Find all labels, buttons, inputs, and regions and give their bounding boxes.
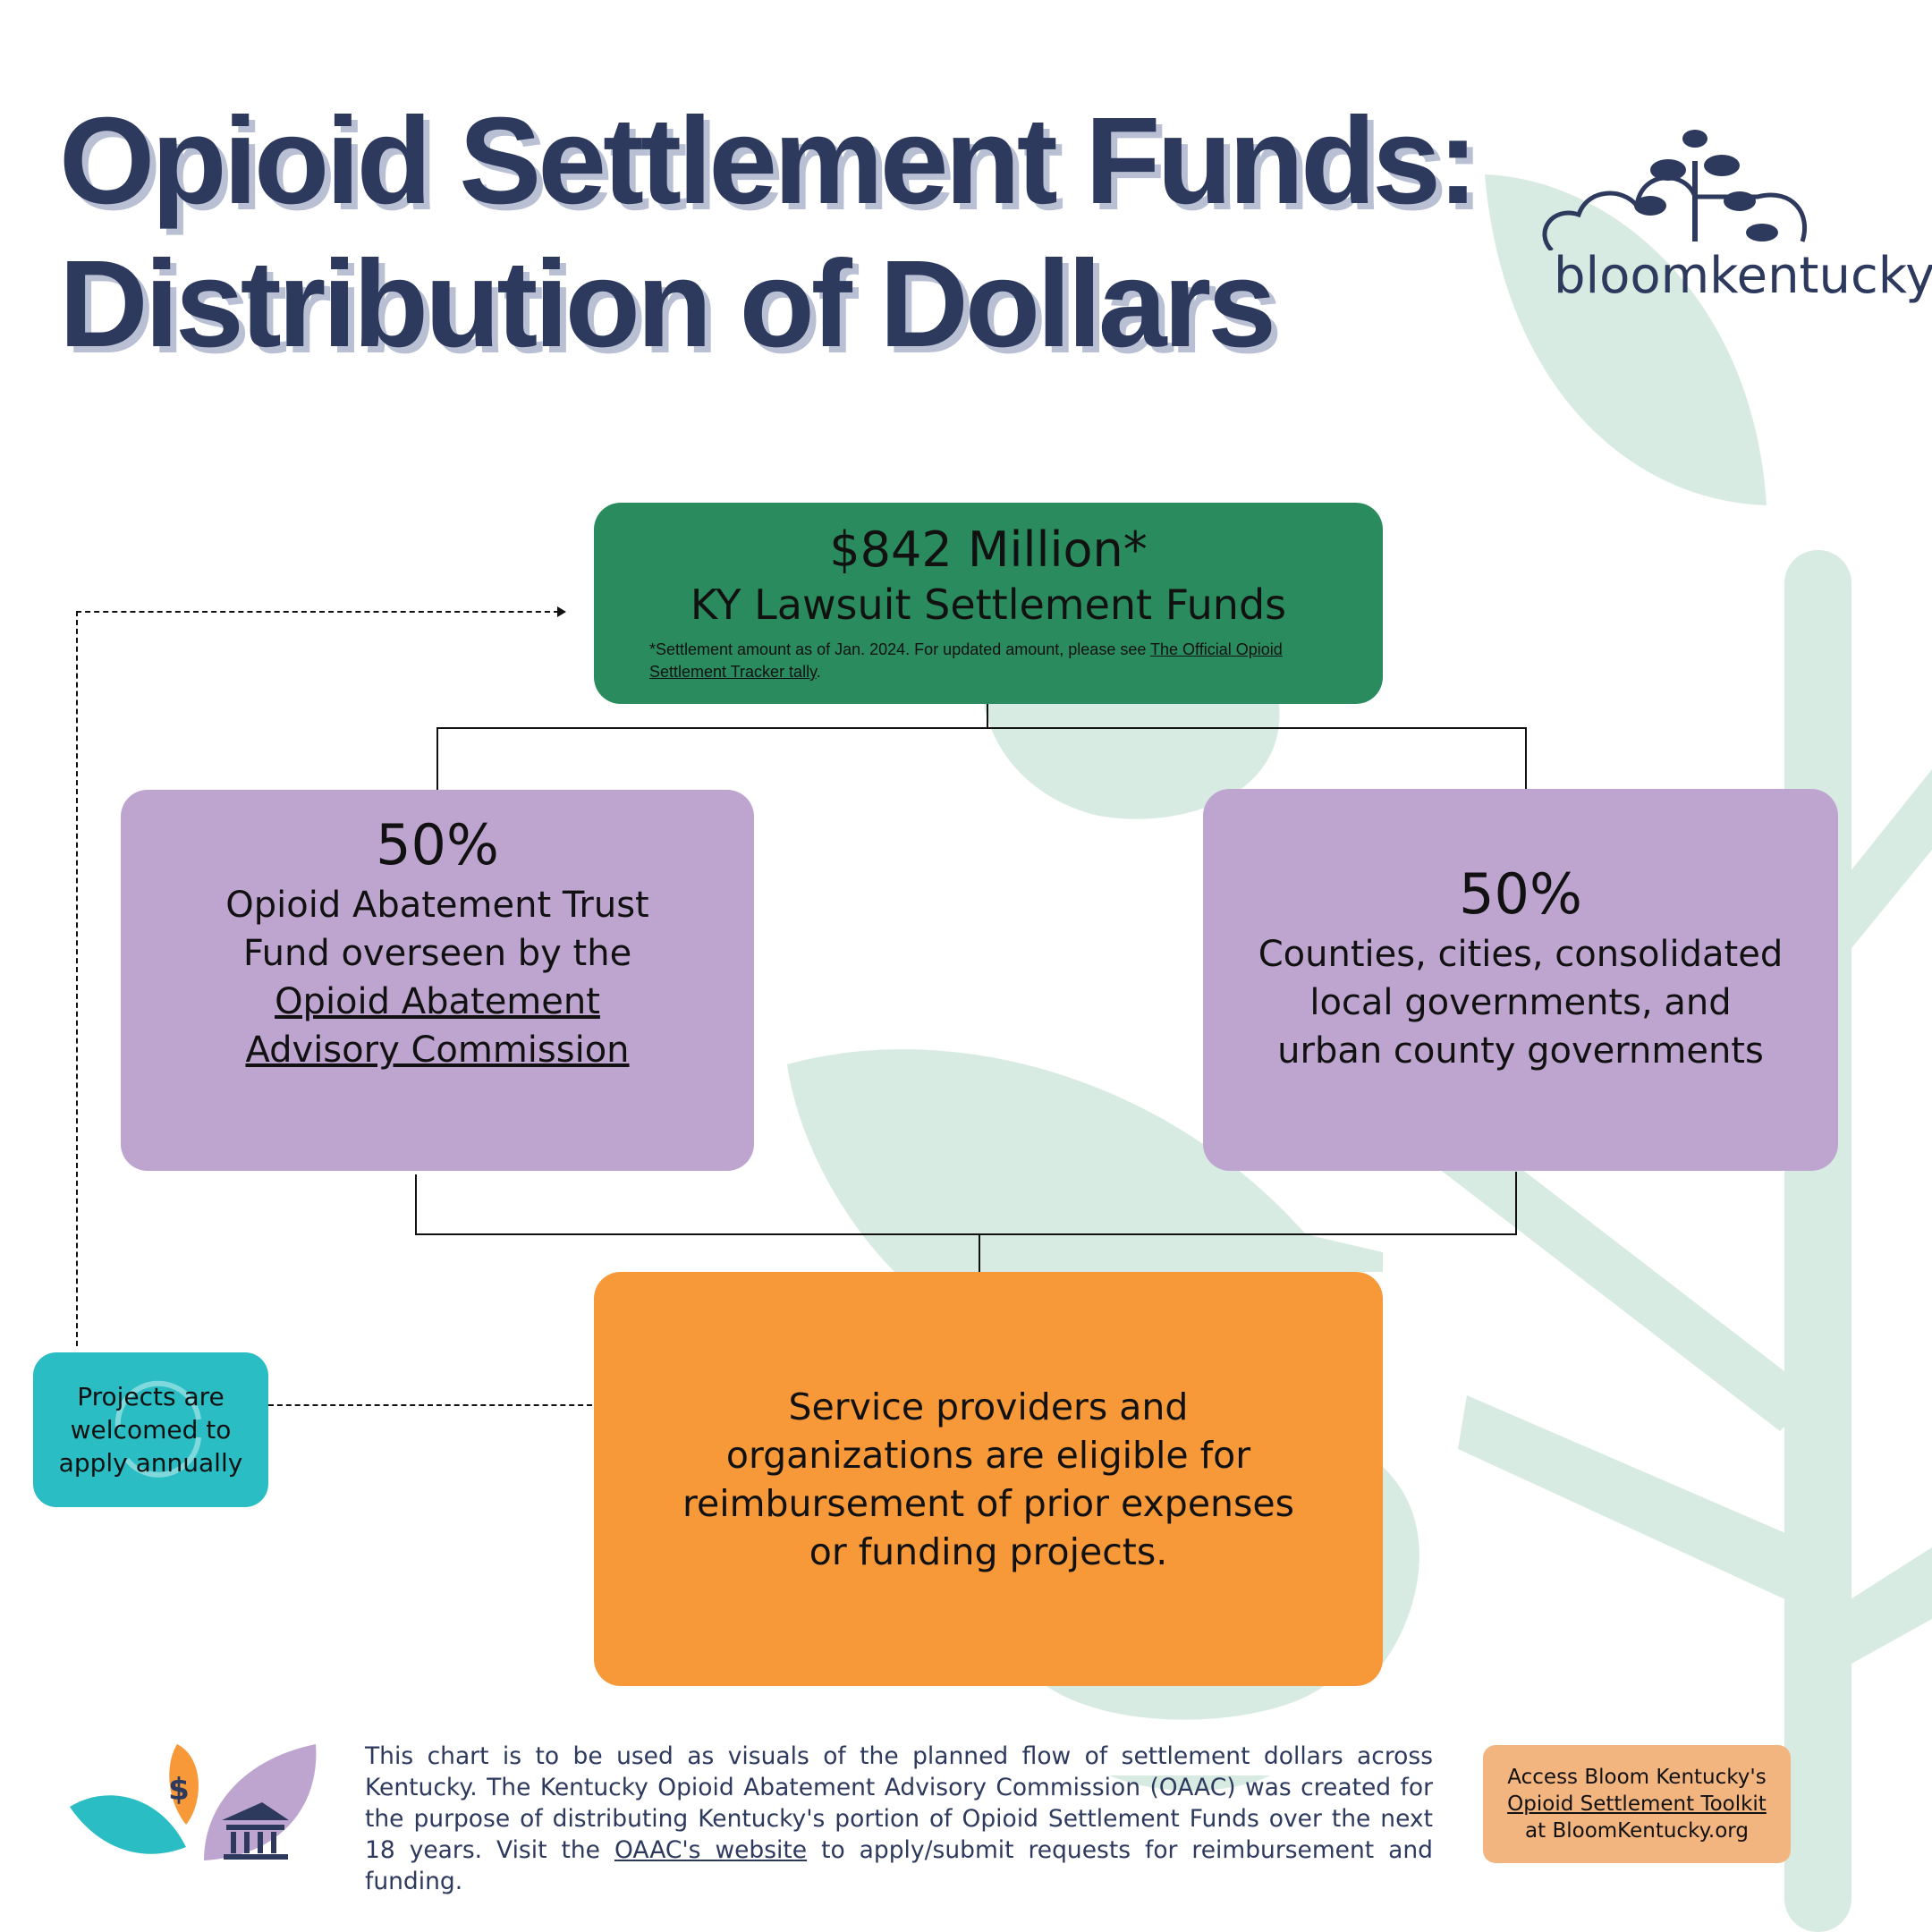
connector (1515, 1172, 1517, 1234)
connector (1525, 727, 1527, 790)
title-line-2: Distribution of Dollars (59, 235, 1276, 373)
toolkit-url: at BloomKentucky.org (1525, 1819, 1749, 1843)
oaac-link[interactable]: Opioid Abatement Advisory Commission (245, 981, 630, 1071)
settlement-amount: $842 Million* (829, 521, 1148, 578)
trust-fund-percent: 50% (376, 812, 499, 877)
tree-cloud-icon (1542, 130, 1808, 252)
note-text: *Settlement amount as of Jan. 2024. For … (649, 640, 1151, 658)
local-gov-text: Counties, cities, consolidated local gov… (1258, 934, 1784, 1072)
cycle-arrows-icon (114, 1380, 201, 1478)
arrow-head-icon (557, 606, 566, 617)
local-gov-percent: 50% (1459, 861, 1582, 927)
connector (436, 727, 438, 790)
oaac-website-link[interactable]: OAAC's website (614, 1836, 808, 1864)
footer-suffix: to apply/submit requests for reimburseme… (365, 1836, 1433, 1895)
dashed-connector (76, 611, 559, 613)
footer-text: This chart is to be used as visuals of t… (365, 1741, 1433, 1897)
government-building-icon (204, 1744, 317, 1860)
leaf-shape (1485, 174, 1767, 505)
settlement-label: KY Lawsuit Settlement Funds (690, 580, 1287, 629)
logo-text: bloomkentucky (1554, 247, 1932, 305)
toolkit-link[interactable]: Opioid Settlement Toolkit (1507, 1792, 1767, 1816)
tracker-link[interactable]: The Official Opioid Settlement Tracker t… (649, 640, 1283, 681)
stem-shape (1784, 550, 1852, 1932)
page-title: Opioid Settlement Funds: Distribution of… (59, 89, 1479, 376)
connector (987, 704, 988, 728)
service-providers-text: Service providers and organizations are … (682, 1385, 1294, 1573)
connector (436, 727, 1527, 729)
svg-text:$: $ (168, 1772, 190, 1808)
annual-cycle-text: Projects are welcomed to apply annually (58, 1382, 243, 1478)
settlement-total-box: $842 Million* KY Lawsuit Settlement Fund… (594, 503, 1383, 704)
bloomkentucky-logo: bloomkentucky (1534, 116, 1932, 313)
note-suffix: . (816, 663, 821, 681)
toolkit-box: Access Bloom Kentucky's Opioid Settlemen… (1483, 1745, 1791, 1863)
family-icon (70, 1795, 186, 1854)
footer-icons: $ (70, 1744, 317, 1860)
trust-fund-box: 50% Opioid Abatement Trust Fund overseen… (121, 790, 754, 1171)
settlement-note: *Settlement amount as of Jan. 2024. For … (594, 631, 1383, 683)
dashed-connector (76, 611, 78, 1346)
dashed-connector (268, 1404, 592, 1406)
annual-cycle-box: Projects are welcomed to apply annually (33, 1352, 268, 1507)
connector (979, 1233, 980, 1272)
trust-fund-desc: Opioid Abatement Trust Fund overseen by … (121, 881, 754, 1074)
trust-fund-text: Opioid Abatement Trust Fund overseen by … (225, 885, 649, 974)
footer-body: This chart is to be used as visuals of t… (365, 1742, 1433, 1864)
title-line-1: Opioid Settlement Funds: (59, 92, 1479, 230)
local-governments-box: 50% Counties, cities, consolidated local… (1203, 789, 1838, 1171)
dollar-icon (169, 1744, 199, 1825)
connector (415, 1233, 1517, 1235)
toolkit-line1: Access Bloom Kentucky's (1507, 1766, 1767, 1789)
connector (415, 1174, 417, 1234)
service-providers-box: Service providers and organizations are … (594, 1272, 1383, 1686)
